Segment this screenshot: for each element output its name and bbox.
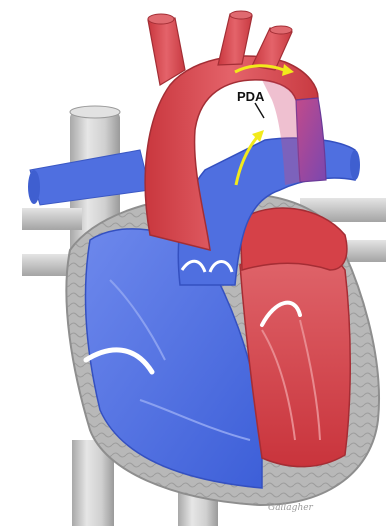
pda-label: PDA [237,89,265,104]
pda-leader-line [255,103,264,118]
artist-signature: Gallagher [268,503,314,513]
pda-label-group: PDA [237,89,265,118]
